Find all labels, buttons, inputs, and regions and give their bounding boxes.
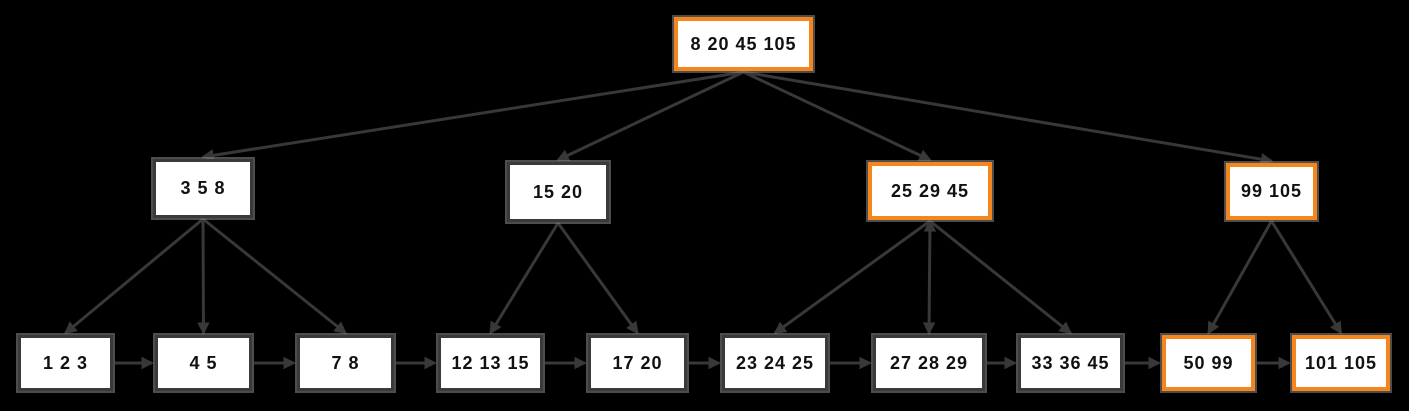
tree-edge-n99105-l5099 (1207, 220, 1273, 335)
tree-node-label: 101 105 (1304, 352, 1378, 373)
tree-node-label: 1 2 3 (42, 352, 89, 373)
tree-edge-n252945-l272829 (922, 219, 937, 335)
tree-node-n1520: 15 20 (507, 162, 609, 222)
tree-node-l78: 7 8 (297, 335, 394, 391)
tree-edge-root-n358 (201, 70, 744, 162)
tree-node-l333645: 33 36 45 (1018, 335, 1123, 391)
tree-node-l121315: 12 13 15 (438, 335, 543, 391)
tree-node-label: 23 24 25 (735, 352, 815, 373)
tree-node-label: 50 99 (1183, 352, 1234, 373)
tree-node-label: 33 36 45 (1031, 352, 1110, 373)
tree-edge-n1520-l121315 (489, 222, 560, 335)
tree-node-n252945: 25 29 45 (868, 162, 992, 220)
tree-edge-n1520-l1720 (556, 222, 639, 335)
tree-node-label: 99 105 (1240, 181, 1303, 201)
tree-node-l101105: 101 105 (1292, 335, 1390, 391)
tree-node-l272829: 27 28 29 (873, 335, 985, 391)
tree-edge-n252945-l232425 (773, 219, 931, 335)
tree-node-label: 17 20 (612, 352, 663, 373)
tree-node-label: 27 28 29 (889, 352, 969, 373)
tree-node-label: 4 5 (189, 352, 218, 373)
tree-node-root: 8 20 45 105 (674, 17, 813, 71)
tree-node-label: 12 13 15 (451, 352, 530, 373)
tree-node-l5099: 50 99 (1162, 335, 1255, 391)
tree-node-l45: 4 5 (155, 335, 252, 391)
tree-node-label: 15 20 (532, 181, 584, 202)
tree-node-label: 3 5 8 (180, 178, 226, 198)
tree-edge-n358-l45 (197, 218, 210, 335)
tree-node-label: 25 29 45 (890, 180, 970, 201)
tree-node-l1720: 17 20 (588, 335, 687, 391)
tree-edge-root-n252945 (742, 70, 932, 162)
tree-edge-n358-l78 (202, 217, 347, 335)
tree-edge-root-n99105 (743, 70, 1274, 166)
tree-node-l232425: 23 24 25 (722, 335, 828, 391)
tree-node-l123: 1 2 3 (18, 335, 113, 391)
tree-node-label: 8 20 45 105 (690, 33, 797, 54)
tree-node-n99105: 99 105 (1226, 163, 1317, 220)
tree-edge-n252945-l333645 (929, 219, 1072, 335)
tree-node-n358: 3 5 8 (153, 159, 253, 218)
tree-edge-n358-l123 (64, 217, 204, 335)
tree-edge-n99105-l101105 (1270, 220, 1343, 335)
tree-node-label: 7 8 (331, 352, 360, 373)
tree-edge-root-n1520 (556, 70, 745, 162)
